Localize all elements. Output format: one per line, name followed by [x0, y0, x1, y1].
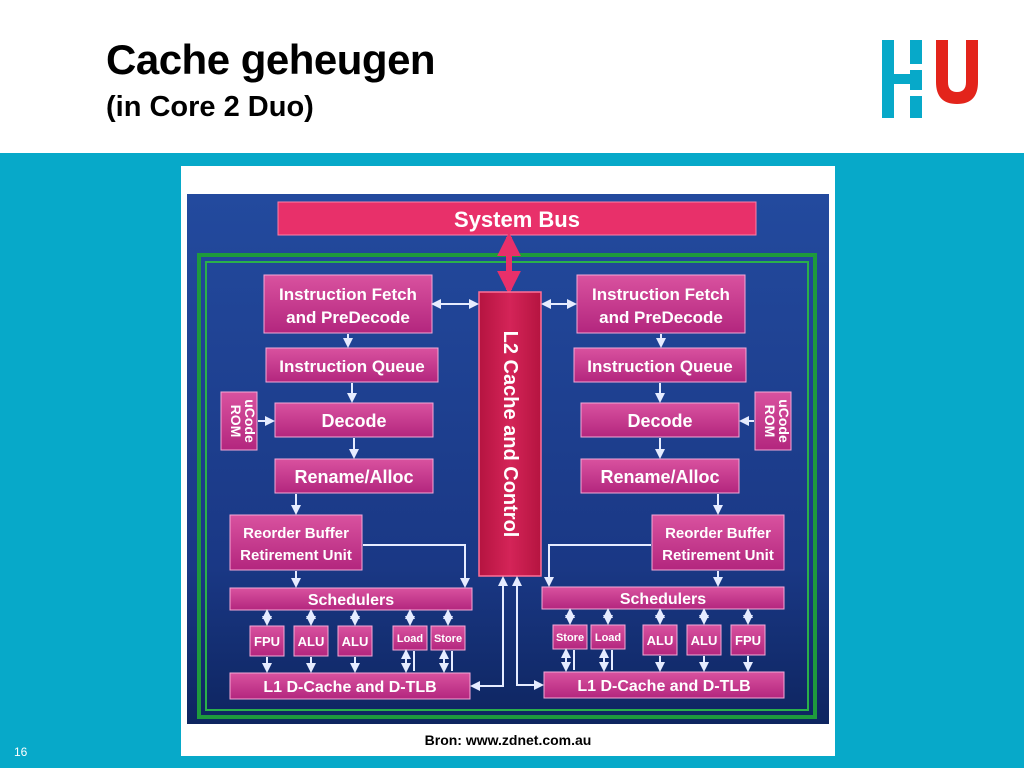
left-instruction-queue-label: Instruction Queue: [279, 357, 424, 376]
left-decode-label: Decode: [321, 411, 386, 431]
slide-title: Cache geheugen: [106, 36, 436, 83]
left-instruction-fetch-block: [263, 274, 433, 334]
left-ucode-rom-label-1: uCode: [242, 399, 258, 443]
left-reorder-buffer-label-1: Reorder Buffer: [243, 525, 349, 542]
left-fpu-block: [249, 625, 285, 657]
core2duo-diagram: System Bus L2 Cache and Control Instruct…: [187, 194, 829, 724]
right-instruction-fetch-block: [576, 274, 746, 334]
figure-caption: Bron: www.zdnet.com.au: [424, 732, 592, 748]
right-instruction-fetch-label-1: Instruction Fetch: [592, 285, 730, 304]
left-reorder-buffer-label-2: Retirement Unit: [240, 547, 352, 564]
right-fpu-block: [730, 624, 766, 656]
left-load-label: Load: [397, 633, 423, 645]
left-ucode-rom-label-2: ROM: [228, 405, 244, 438]
slide-subtitle: (in Core 2 Duo): [106, 91, 314, 123]
left-alu2-block: [337, 625, 373, 657]
left-instruction-fetch-label-2: and PreDecode: [286, 308, 410, 327]
right-l1-cache-label: L1 D-Cache and D-TLB: [577, 678, 750, 695]
right-ucode-rom-block: [754, 391, 792, 451]
left-core: Instruction Fetch and PreDecode Instruct…: [220, 274, 473, 700]
left-reorder-buffer-block: [229, 514, 363, 571]
right-schedulers-label: Schedulers: [620, 591, 706, 608]
right-load-block: [590, 624, 626, 650]
right-store-label: Store: [556, 632, 584, 644]
data-flow-arrows: [258, 299, 754, 691]
left-store-block: [430, 625, 466, 651]
left-alu2-label: ALU: [342, 634, 369, 649]
right-ucode-rom-label-2: ROM: [762, 405, 778, 438]
system-bus: System Bus: [277, 201, 757, 236]
left-l1-cache-label: L1 D-Cache and D-TLB: [263, 679, 436, 696]
left-rename-alloc-block: [274, 458, 434, 494]
right-rename-alloc-label: Rename/Alloc: [600, 467, 719, 487]
system-bus-label: System Bus: [454, 207, 580, 232]
left-load-block: [392, 625, 428, 651]
right-core: Instruction Fetch and PreDecode Instruct…: [541, 274, 792, 699]
page-number: 16: [14, 745, 28, 759]
left-alu1-label: ALU: [298, 634, 325, 649]
right-alu1-label: ALU: [647, 633, 674, 648]
right-reorder-buffer-label-1: Reorder Buffer: [665, 525, 771, 542]
left-rename-alloc-label: Rename/Alloc: [294, 467, 413, 487]
left-instruction-fetch-label-1: Instruction Fetch: [279, 285, 417, 304]
right-fpu-label: FPU: [735, 633, 761, 648]
right-store-block: [552, 624, 588, 650]
right-l1-cache-block: [543, 671, 785, 699]
left-ucode-rom-block: [220, 391, 258, 451]
right-alu1-block: [642, 624, 678, 656]
left-decode-block: [274, 402, 434, 438]
right-reorder-buffer-block: [651, 514, 785, 571]
right-decode-label: Decode: [627, 411, 692, 431]
l2-cache-label: L2 Cache and Control: [499, 331, 521, 538]
right-alu2-label: ALU: [691, 633, 718, 648]
right-load-label: Load: [595, 632, 621, 644]
right-instruction-fetch-label-2: and PreDecode: [599, 308, 723, 327]
left-fpu-label: FPU: [254, 634, 280, 649]
left-alu1-block: [293, 625, 329, 657]
hu-logo-icon: [882, 40, 978, 118]
right-ucode-rom-label-1: uCode: [776, 399, 792, 443]
right-instruction-queue-label: Instruction Queue: [587, 357, 732, 376]
right-alu2-block: [686, 624, 722, 656]
right-decode-block: [580, 402, 740, 438]
left-schedulers-label: Schedulers: [308, 592, 394, 609]
l2-cache-block: L2 Cache and Control: [478, 291, 542, 577]
left-store-label: Store: [434, 633, 462, 645]
right-instruction-queue-block: [573, 347, 747, 383]
right-reorder-buffer-label-2: Retirement Unit: [662, 547, 774, 564]
right-rename-alloc-block: [580, 458, 740, 494]
left-instruction-queue-block: [265, 347, 439, 383]
